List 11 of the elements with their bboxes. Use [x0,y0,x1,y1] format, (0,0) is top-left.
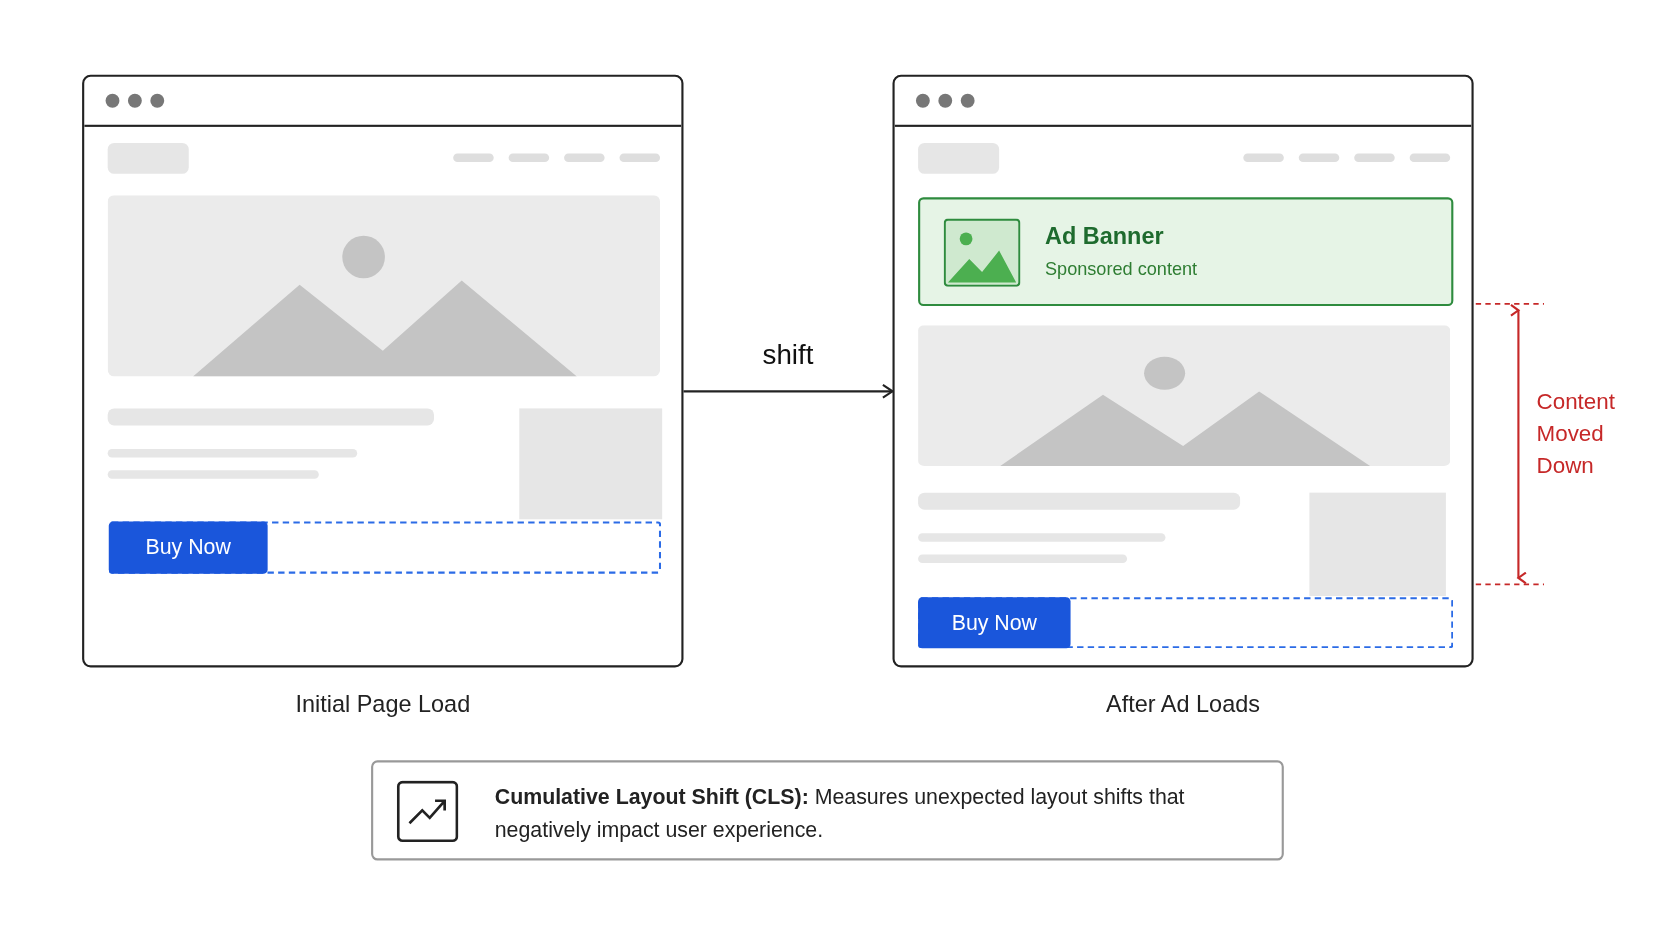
buy-button: Buy Now [108,521,268,574]
annotation-text: Content Moved Down [1536,388,1616,480]
arrow [683,383,894,399]
window-label: After Ad Loads [1105,690,1261,719]
banner-title: Ad Banner [1044,222,1165,251]
info-card [371,760,1284,861]
banner-subtitle: Sponsored content [1044,259,1199,281]
ad-banner [918,197,1454,307]
window-label: Initial Page Load [294,690,472,719]
description-text: Cumulative Layout Shift (CLS): Measures unexpected layout shifts that negatively impact user experience. [494,783,1186,844]
buy-button: Buy Now [918,597,1071,649]
